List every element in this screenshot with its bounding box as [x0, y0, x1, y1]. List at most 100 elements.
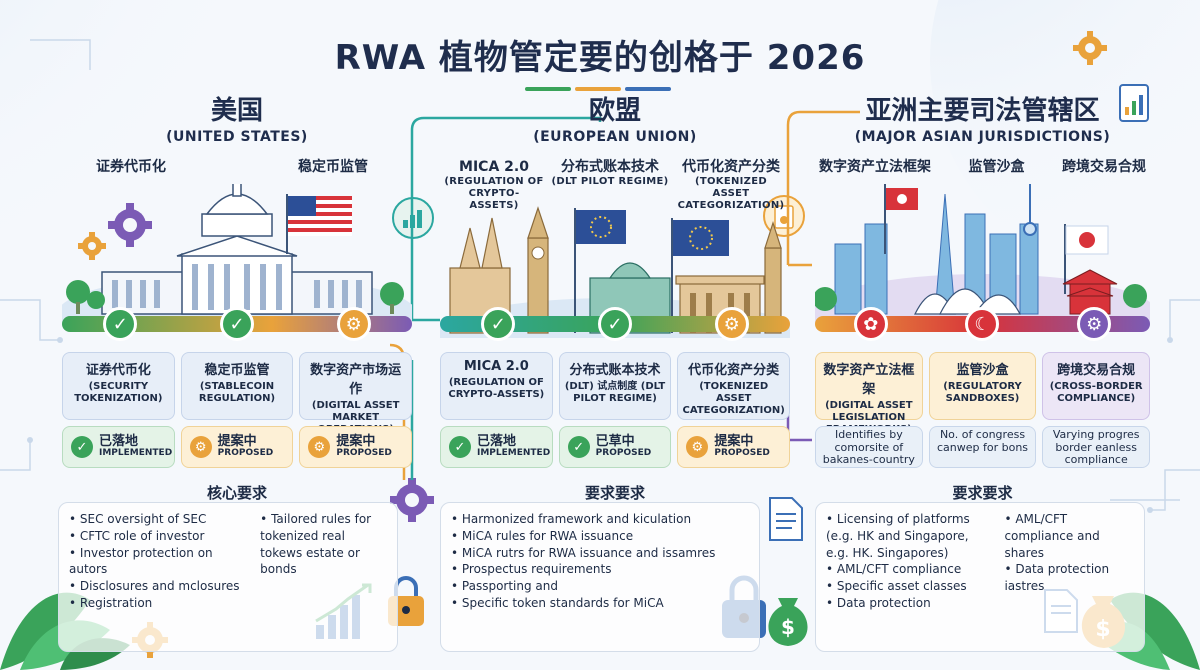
gear-icon: ⚙: [1077, 307, 1112, 341]
us-flag-icon: [288, 195, 352, 236]
list-item: Specific token standards for MiCA: [451, 595, 749, 612]
region-subtitle: (UNITED STATES): [166, 129, 308, 145]
singapore-emblem-icon: ☾: [965, 307, 1000, 341]
requirements-list: SEC oversight of SEC CFTC role of invest…: [69, 511, 250, 612]
check-icon: ✓: [219, 307, 254, 341]
gear-icon: ⚙: [308, 436, 331, 458]
top-label: 稳定币监管: [298, 159, 368, 175]
list-item: Passporting and: [451, 578, 749, 595]
list-item: AML/CFT compliance and shares: [1004, 511, 1134, 561]
status-label-en: PROPOSED: [595, 448, 652, 459]
status-label-en: PROPOSED: [714, 448, 770, 459]
category-card: 数字资产立法框架 (DIGITAL ASSET LEGISLATION FRAM…: [815, 352, 923, 435]
top-label: 代币化资产分类(TOKENIZED ASSET CATEGORIZATION): [676, 159, 786, 212]
top-label-subtitle: (REGULATION OF CRYPTO-ASSETS): [444, 175, 544, 211]
asia-scene: [815, 183, 1150, 324]
top-labels: 证券代币化 稳定币监管: [62, 159, 412, 176]
eu-flag-icon: [673, 219, 729, 256]
list-item: Data protection iastres: [1004, 561, 1134, 595]
list-item: MiCA rutrs for RWA issuance and issamres: [451, 545, 749, 562]
check-icon: ✓: [103, 307, 138, 341]
top-label: 监管沙盒: [968, 159, 1025, 175]
card-subtitle: (STABLECOIN REGULATION): [198, 381, 276, 404]
status-label: 提案中: [714, 433, 754, 449]
region-united-states: 美国 (UNITED STATES) 证券代币化 稳定币监管: [58, 86, 413, 652]
requirements-list: Licensing of platforms (e.g. HK and Sing…: [826, 511, 994, 612]
requirements-box: Licensing of platforms (e.g. HK and Sing…: [815, 502, 1145, 652]
badge-row: ✓ ✓ ⚙: [440, 307, 790, 341]
top-labels: MICA 2.0(REGULATION OF CRYPTO-ASSETS) 分布…: [440, 159, 790, 212]
top-label-subtitle: (TOKENIZED ASSET CATEGORIZATION): [677, 175, 785, 211]
hong-kong-flag-icon: [884, 183, 918, 254]
list-item: Prospectus requirements: [451, 561, 749, 578]
region-european-union: 欧盟 (EUROPEAN UNION) MICA 2.0(REGULATION …: [440, 86, 791, 652]
check-icon: ✓: [71, 436, 93, 458]
top-label-title: 分布式账本技术: [560, 159, 659, 175]
status-label-en: IMPLEMENTED: [477, 448, 551, 459]
list-item: Specific asset classes: [826, 578, 994, 595]
status-row: Identifies by comorsite of bakanes-count…: [815, 426, 1151, 468]
requirements-box: Harmonized framework and kiculation MiCA…: [440, 502, 760, 652]
jurisdiction-note: No. of congress canwep for bons: [928, 426, 1037, 468]
list-item: CFTC role of investor: [69, 528, 250, 545]
requirements-title: 要求要求: [584, 484, 645, 502]
card-title: 监管沙盒: [956, 363, 1009, 378]
gear-icon: ⚙: [336, 307, 371, 341]
list-item: MiCA rules for RWA issuance: [451, 528, 749, 545]
status-label-en: IMPLEMENTED: [99, 448, 173, 459]
check-icon: ✓: [449, 436, 471, 458]
top-label: 数字资产立法框架: [819, 159, 931, 175]
category-cards: 证券代币化 (SECURITY TOKENIZATION) 稳定币监管 (STA…: [62, 352, 413, 435]
list-item: Disclosures and mclosures: [69, 578, 250, 595]
requirements-box: SEC oversight of SEC CFTC role of invest…: [58, 502, 398, 652]
title-underline: [525, 76, 675, 91]
gear-icon: ⚙: [714, 307, 749, 341]
list-item: SEC oversight of SEC: [69, 511, 250, 528]
card-subtitle: (SECURITY TOKENIZATION): [74, 381, 163, 404]
card-subtitle: (REGULATORY SANDBOXES): [943, 381, 1022, 404]
card-title: 数字资产市场运作: [310, 363, 402, 397]
badge-row: ✿ ☾ ⚙: [815, 307, 1150, 341]
list-item: Tailored rules for tokenized real tokews…: [260, 511, 387, 578]
page-title: RWA 植物管定要的创格于 2026: [334, 38, 866, 78]
card-title: 数字资产立法框架: [823, 363, 915, 397]
category-card: 跨境交易合规 (CROSS-BORDER COMPLIANCE): [1042, 352, 1151, 420]
requirements-title: 要求要求: [952, 484, 1013, 502]
region-title: 美国: [210, 96, 263, 126]
gear-icon: ⚙: [189, 436, 212, 458]
us-scene: [62, 183, 412, 324]
card-subtitle: (TOKENIZED ASSET CATEGORIZATION): [682, 381, 785, 416]
list-item: Licensing of platforms (e.g. HK and Sing…: [826, 511, 994, 561]
card-subtitle: (REGULATION OF CRYPTO-ASSETS): [448, 377, 545, 400]
check-icon: ✓: [481, 307, 516, 341]
money-bag-icon: $: [768, 598, 808, 646]
status-label: 提案中: [336, 433, 376, 449]
card-subtitle: (DLT) 试点制度 (DLT PILOT REGIME): [564, 381, 666, 404]
region-title: 亚洲主要司法管辖区: [865, 96, 1100, 126]
top-label-title: MICA 2.0: [459, 159, 529, 175]
status-label-en: PROPOSED: [336, 448, 392, 459]
badge-row: ✓ ✓ ⚙: [62, 307, 412, 341]
requirements-list: Tailored rules for tokenized real tokews…: [260, 511, 387, 612]
list-item: Data protection: [826, 595, 994, 612]
jurisdiction-note: Varying progres border eanless complianc…: [1042, 426, 1151, 468]
region-subtitle: (EUROPEAN UNION): [533, 129, 697, 145]
check-icon: ✓: [597, 307, 632, 341]
category-card: 数字资产市场运作 (DIGITAL ASSET MARKET OPERATION…: [299, 352, 413, 435]
status-label: 提案中: [217, 433, 257, 449]
card-title: 稳定币监管: [204, 363, 270, 378]
card-title: 代币化资产分类: [688, 363, 780, 378]
card-title: 跨境交易合规: [1057, 363, 1136, 378]
svg-text:$: $: [781, 615, 795, 639]
card-title: 分布式账本技术: [569, 363, 661, 378]
card-subtitle: (CROSS-BORDER COMPLIANCE): [1049, 381, 1143, 404]
list-item: Harmonized framework and kiculation: [451, 511, 749, 528]
requirements-list: AML/CFT compliance and shares Data prote…: [1004, 511, 1134, 612]
capitol-illustration: [62, 183, 412, 324]
requirements-list: Harmonized framework and kiculation MiCA…: [451, 511, 749, 612]
category-cards: MICA 2.0 (REGULATION OF CRYPTO-ASSETS) 分…: [440, 352, 791, 420]
